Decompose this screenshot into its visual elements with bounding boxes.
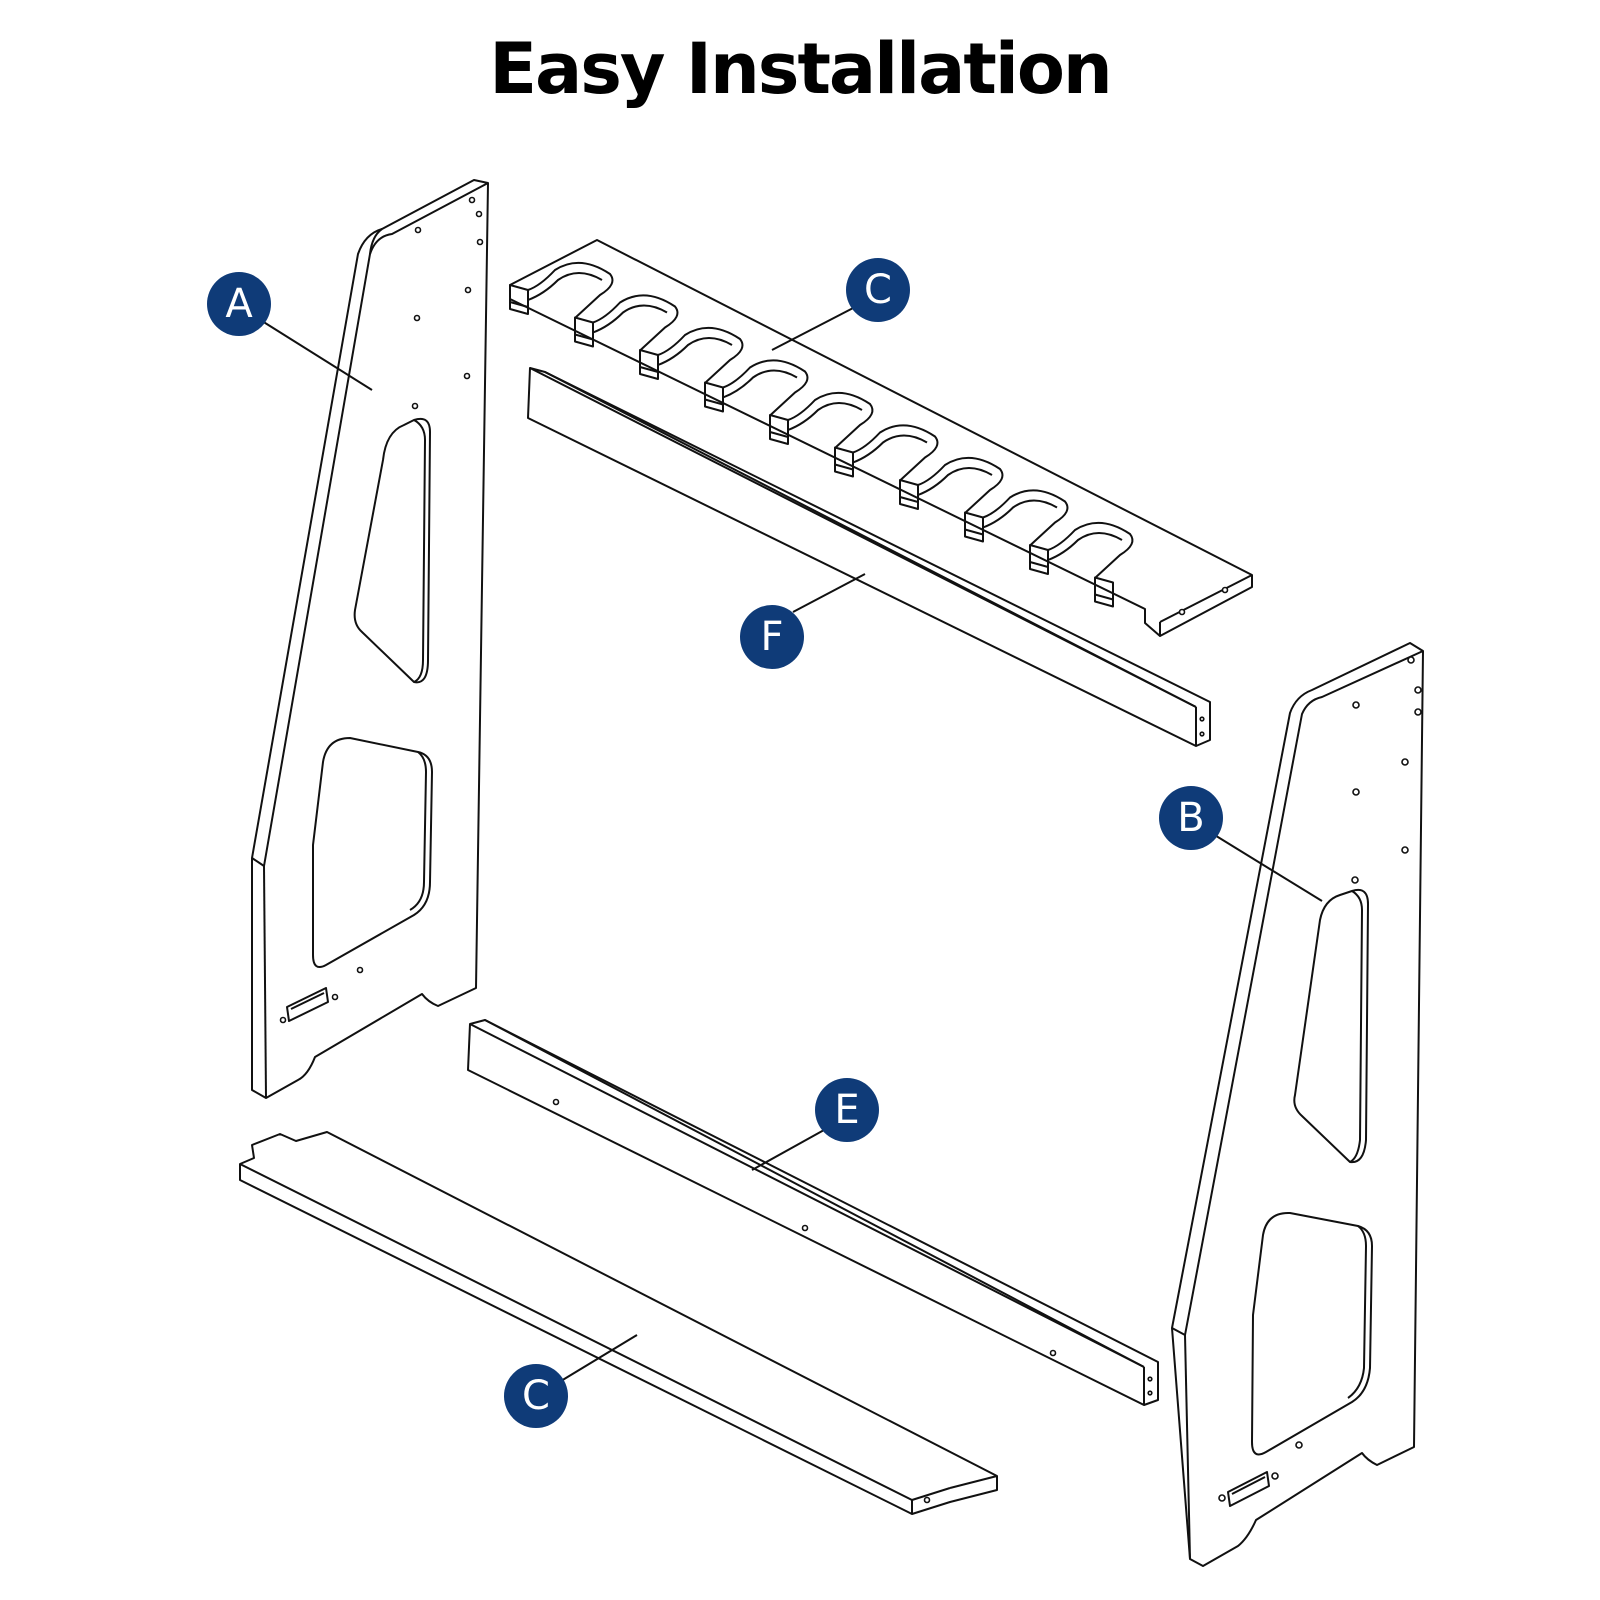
- holder-slot: [722, 359, 809, 417]
- prong-face: [899, 479, 919, 510]
- label-b-text: B: [1177, 795, 1204, 841]
- label-e-text: E: [834, 1087, 859, 1133]
- holder-slot: [1047, 522, 1134, 579]
- part-a-holes: [279, 196, 484, 1024]
- part-c-top-holder: [509, 239, 1253, 637]
- holder-slot: [852, 424, 939, 482]
- page-title: Easy Installation: [489, 28, 1113, 110]
- part-a-left-panel: [251, 179, 489, 1099]
- holder-slot: [592, 294, 679, 352]
- prong-face: [639, 349, 659, 380]
- prong-face: [704, 381, 724, 413]
- part-f-upper-rail: [527, 367, 1211, 747]
- label-e-badge: E: [815, 1078, 879, 1142]
- part-e-lower-rail: [467, 1019, 1159, 1406]
- label-f-text: F: [760, 614, 783, 660]
- prong-face: [1029, 544, 1049, 575]
- prong-face: [509, 284, 529, 315]
- label-c-top-badge: C: [846, 258, 910, 322]
- part-b-holes: [1218, 656, 1422, 1502]
- holder-slot: [917, 457, 1004, 514]
- label-a-text: A: [225, 281, 253, 327]
- holder-slot: [527, 262, 614, 319]
- part-c-bottom-base: [239, 1131, 998, 1515]
- label-c-bottom-badge: C: [504, 1364, 568, 1428]
- label-f-badge: F: [740, 605, 804, 669]
- leader-lines: [261, 305, 1323, 1385]
- part-b-right-panel: [1171, 642, 1424, 1567]
- prong-face: [769, 414, 789, 445]
- prong-face: [1094, 576, 1114, 608]
- holder-slot: [657, 327, 744, 384]
- label-b-badge: B: [1159, 786, 1223, 850]
- label-a-badge: A: [207, 272, 271, 336]
- label-c-top-text: C: [864, 267, 892, 313]
- holder-slot: [982, 489, 1069, 547]
- prong-face: [574, 316, 594, 348]
- prong-face: [834, 446, 854, 478]
- label-c-bottom-text: C: [522, 1373, 550, 1419]
- holder-slot: [787, 392, 874, 449]
- prong-face: [964, 511, 984, 543]
